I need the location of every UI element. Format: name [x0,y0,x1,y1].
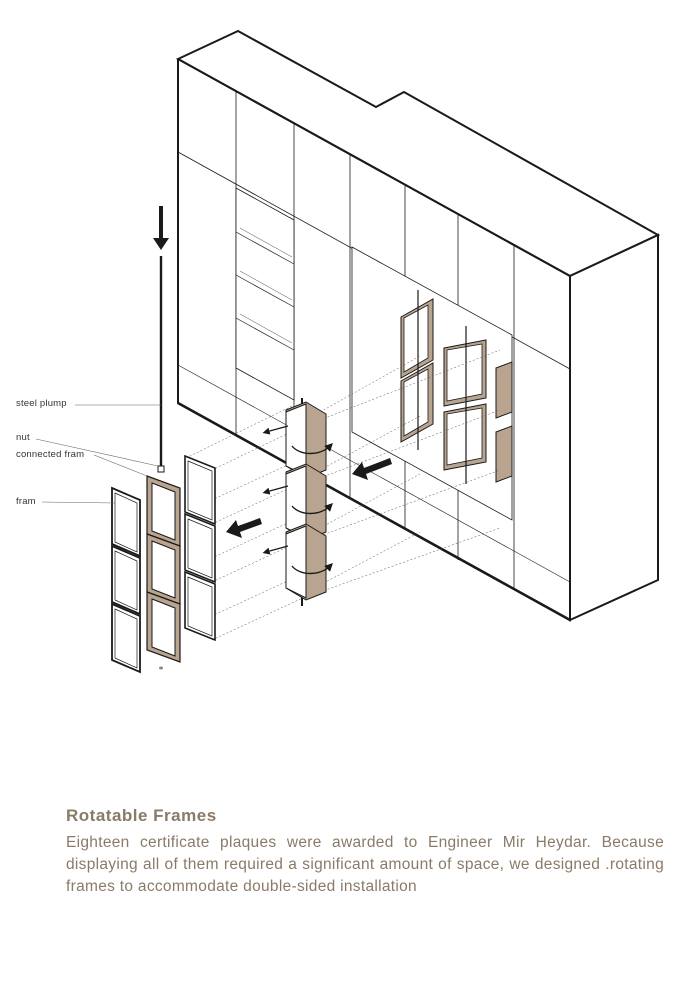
front-frame [111,602,141,674]
callout-leaders [35,404,161,504]
connected-frame [146,591,181,663]
swing-arrow-icon [262,485,289,495]
back-frame [184,454,216,526]
front-frame [111,544,141,616]
rotation-arrow-icon [291,563,333,575]
direction-arrows [153,206,392,538]
shelf-niche [235,187,295,401]
nut-part [157,465,165,473]
installed-frame [443,339,487,407]
steel-plump-label: steel plump [16,398,67,409]
installed-frames [400,290,513,484]
left-arrow-icon [352,458,392,480]
projection-lines [185,349,501,641]
rotation-arrow-icon [291,443,333,455]
connected-frame [146,533,181,605]
exploded-assembly [111,256,216,674]
caption-body: Eighteen certificate plaques were awarde… [66,834,664,895]
swing-arrow-icon [262,425,289,435]
cabinet-side-face [569,233,659,622]
caption-title: Rotatable Frames [66,806,217,825]
assembled-rotating-stack [262,398,333,606]
back-frame [184,512,216,584]
frame-label: fram [16,496,36,507]
front-frame [111,486,141,558]
down-arrow-icon [153,206,169,250]
connected-frame-label: connected fram [16,449,85,460]
rotatable-frames-exploded-diagram [35,29,661,674]
nut-label: nut [16,432,30,443]
left-arrow-icon [226,518,262,538]
installed-frame [495,361,513,419]
swing-arrow-icon [262,545,289,555]
assembled-frame [285,523,327,601]
installed-frame [400,298,434,379]
caption-block: Rotatable Frames Eighteen certificate pl… [66,806,664,898]
installed-frame [495,425,513,483]
assembled-frame [285,401,327,479]
rotation-arrow-icon [291,503,333,515]
connected-frame [146,475,181,547]
installed-frame [400,362,434,443]
bottom-nut-part [159,666,163,670]
back-frame [184,570,216,642]
installed-frame [443,403,487,471]
